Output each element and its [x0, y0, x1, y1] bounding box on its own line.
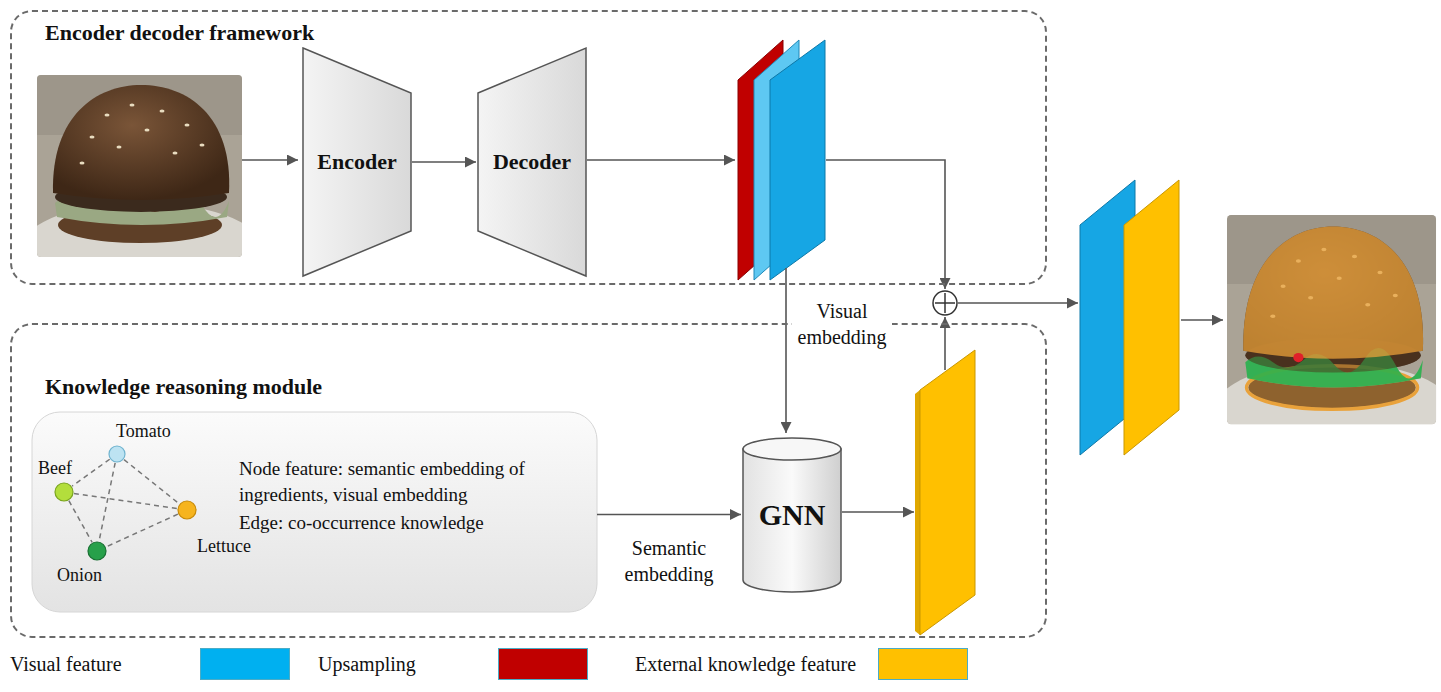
ingredient-name: Beef	[38, 458, 58, 479]
knowledge-feature	[915, 390, 920, 635]
co-occurrence-link	[124, 460, 179, 504]
fused-feature	[1124, 180, 1179, 455]
ingredient-dot	[109, 446, 125, 462]
module-title: Knowledge reasoning module	[45, 374, 1078, 400]
edge-label-holder: Semantic embedding	[609, 535, 729, 587]
legend-swatch	[878, 648, 968, 680]
panel-text: Node feature: semantic embedding of ingr…	[239, 456, 584, 507]
ingredient-dot	[177, 500, 197, 520]
flow-arrows	[785, 268, 787, 433]
knowledge-graph-panel: Node feature: semantic embedding of ingr…	[32, 412, 597, 612]
ingredient-node: Lettuce	[177, 500, 197, 520]
edge-label: Semantic embedding	[609, 535, 729, 587]
legend-text: External knowledge feature	[635, 648, 856, 680]
cylinder-top	[743, 438, 841, 460]
legend-item: Visual feature	[10, 648, 122, 680]
flow-arrows	[826, 160, 945, 289]
co-occurrence-link	[106, 514, 178, 547]
output-photo	[1293, 353, 1303, 362]
co-occurrence-link	[99, 463, 115, 541]
block-label: GNN	[759, 498, 826, 532]
ingredient-node: Beef	[54, 482, 74, 502]
ingredient-name: Tomato	[116, 421, 134, 442]
module-frame: Knowledge reasoning moduleNode feature: …	[10, 323, 1047, 638]
co-occurrence-link	[74, 493, 177, 508]
module-title: Encoder decoder framework	[45, 20, 1078, 46]
sum-symbol	[933, 291, 957, 315]
co-occurrence-link	[69, 501, 92, 543]
flow-arrow	[597, 514, 741, 516]
trapezoid-outline	[478, 48, 586, 276]
knowledge-feature	[920, 350, 975, 635]
legend-text: Visual feature	[10, 648, 122, 680]
legend-swatch	[200, 648, 290, 680]
legend-item: External knowledge feature	[635, 648, 856, 680]
sum-symbol	[933, 291, 957, 315]
block-label: Encoder	[317, 149, 396, 175]
ingredient-dot	[88, 542, 106, 560]
block-label: Decoder	[493, 149, 571, 175]
ingredient-name: Lettuce	[197, 536, 217, 557]
panel-background	[32, 412, 597, 612]
flow-arrows	[242, 159, 298, 161]
co-occurrence-link	[72, 459, 110, 486]
legend-item: Upsampling	[318, 648, 416, 680]
legend-swatch	[498, 648, 588, 680]
panel-text: Edge: co-occurrence knowledge	[239, 510, 584, 536]
ingredient-dot	[55, 483, 73, 501]
ingredient-node: Onion	[87, 541, 107, 561]
output-burger	[1227, 215, 1436, 424]
encoder-block: Encoder	[302, 47, 412, 277]
feature-stack	[738, 40, 825, 280]
input-photo	[37, 75, 242, 257]
flow-arrows	[587, 159, 735, 161]
sum-symbol	[944, 293, 946, 313]
decoder-block: Decoder	[477, 47, 587, 277]
label-holder: Visual embedding	[792, 298, 892, 350]
cylinder-outline	[743, 449, 841, 592]
module-frame: Encoder decoder frameworkEncoderDecoder	[10, 10, 1047, 285]
ingredient-node: Tomato	[108, 445, 126, 463]
legend-text: Upsampling	[318, 648, 416, 680]
flow-arrows	[842, 511, 914, 513]
output-photo	[1243, 227, 1423, 359]
ingredient-dot	[108, 445, 126, 463]
ingredient-dot	[178, 501, 196, 519]
output-photo	[1227, 215, 1436, 424]
fused-feature	[1080, 180, 1179, 455]
input-burger	[37, 75, 242, 257]
ingredient-dot	[87, 541, 107, 561]
ingredient-dot	[54, 482, 74, 502]
knowledge-feature	[915, 350, 975, 635]
trapezoid-outline	[303, 48, 411, 276]
flow-label: Visual embedding	[792, 298, 892, 350]
ingredient-name: Onion	[57, 565, 77, 586]
flow-arrows	[958, 302, 1078, 304]
flow-arrows	[1181, 319, 1223, 321]
flow-arrow	[412, 161, 476, 163]
gnn-cylinder: GNN	[742, 437, 842, 592]
feature-stack	[770, 40, 825, 280]
